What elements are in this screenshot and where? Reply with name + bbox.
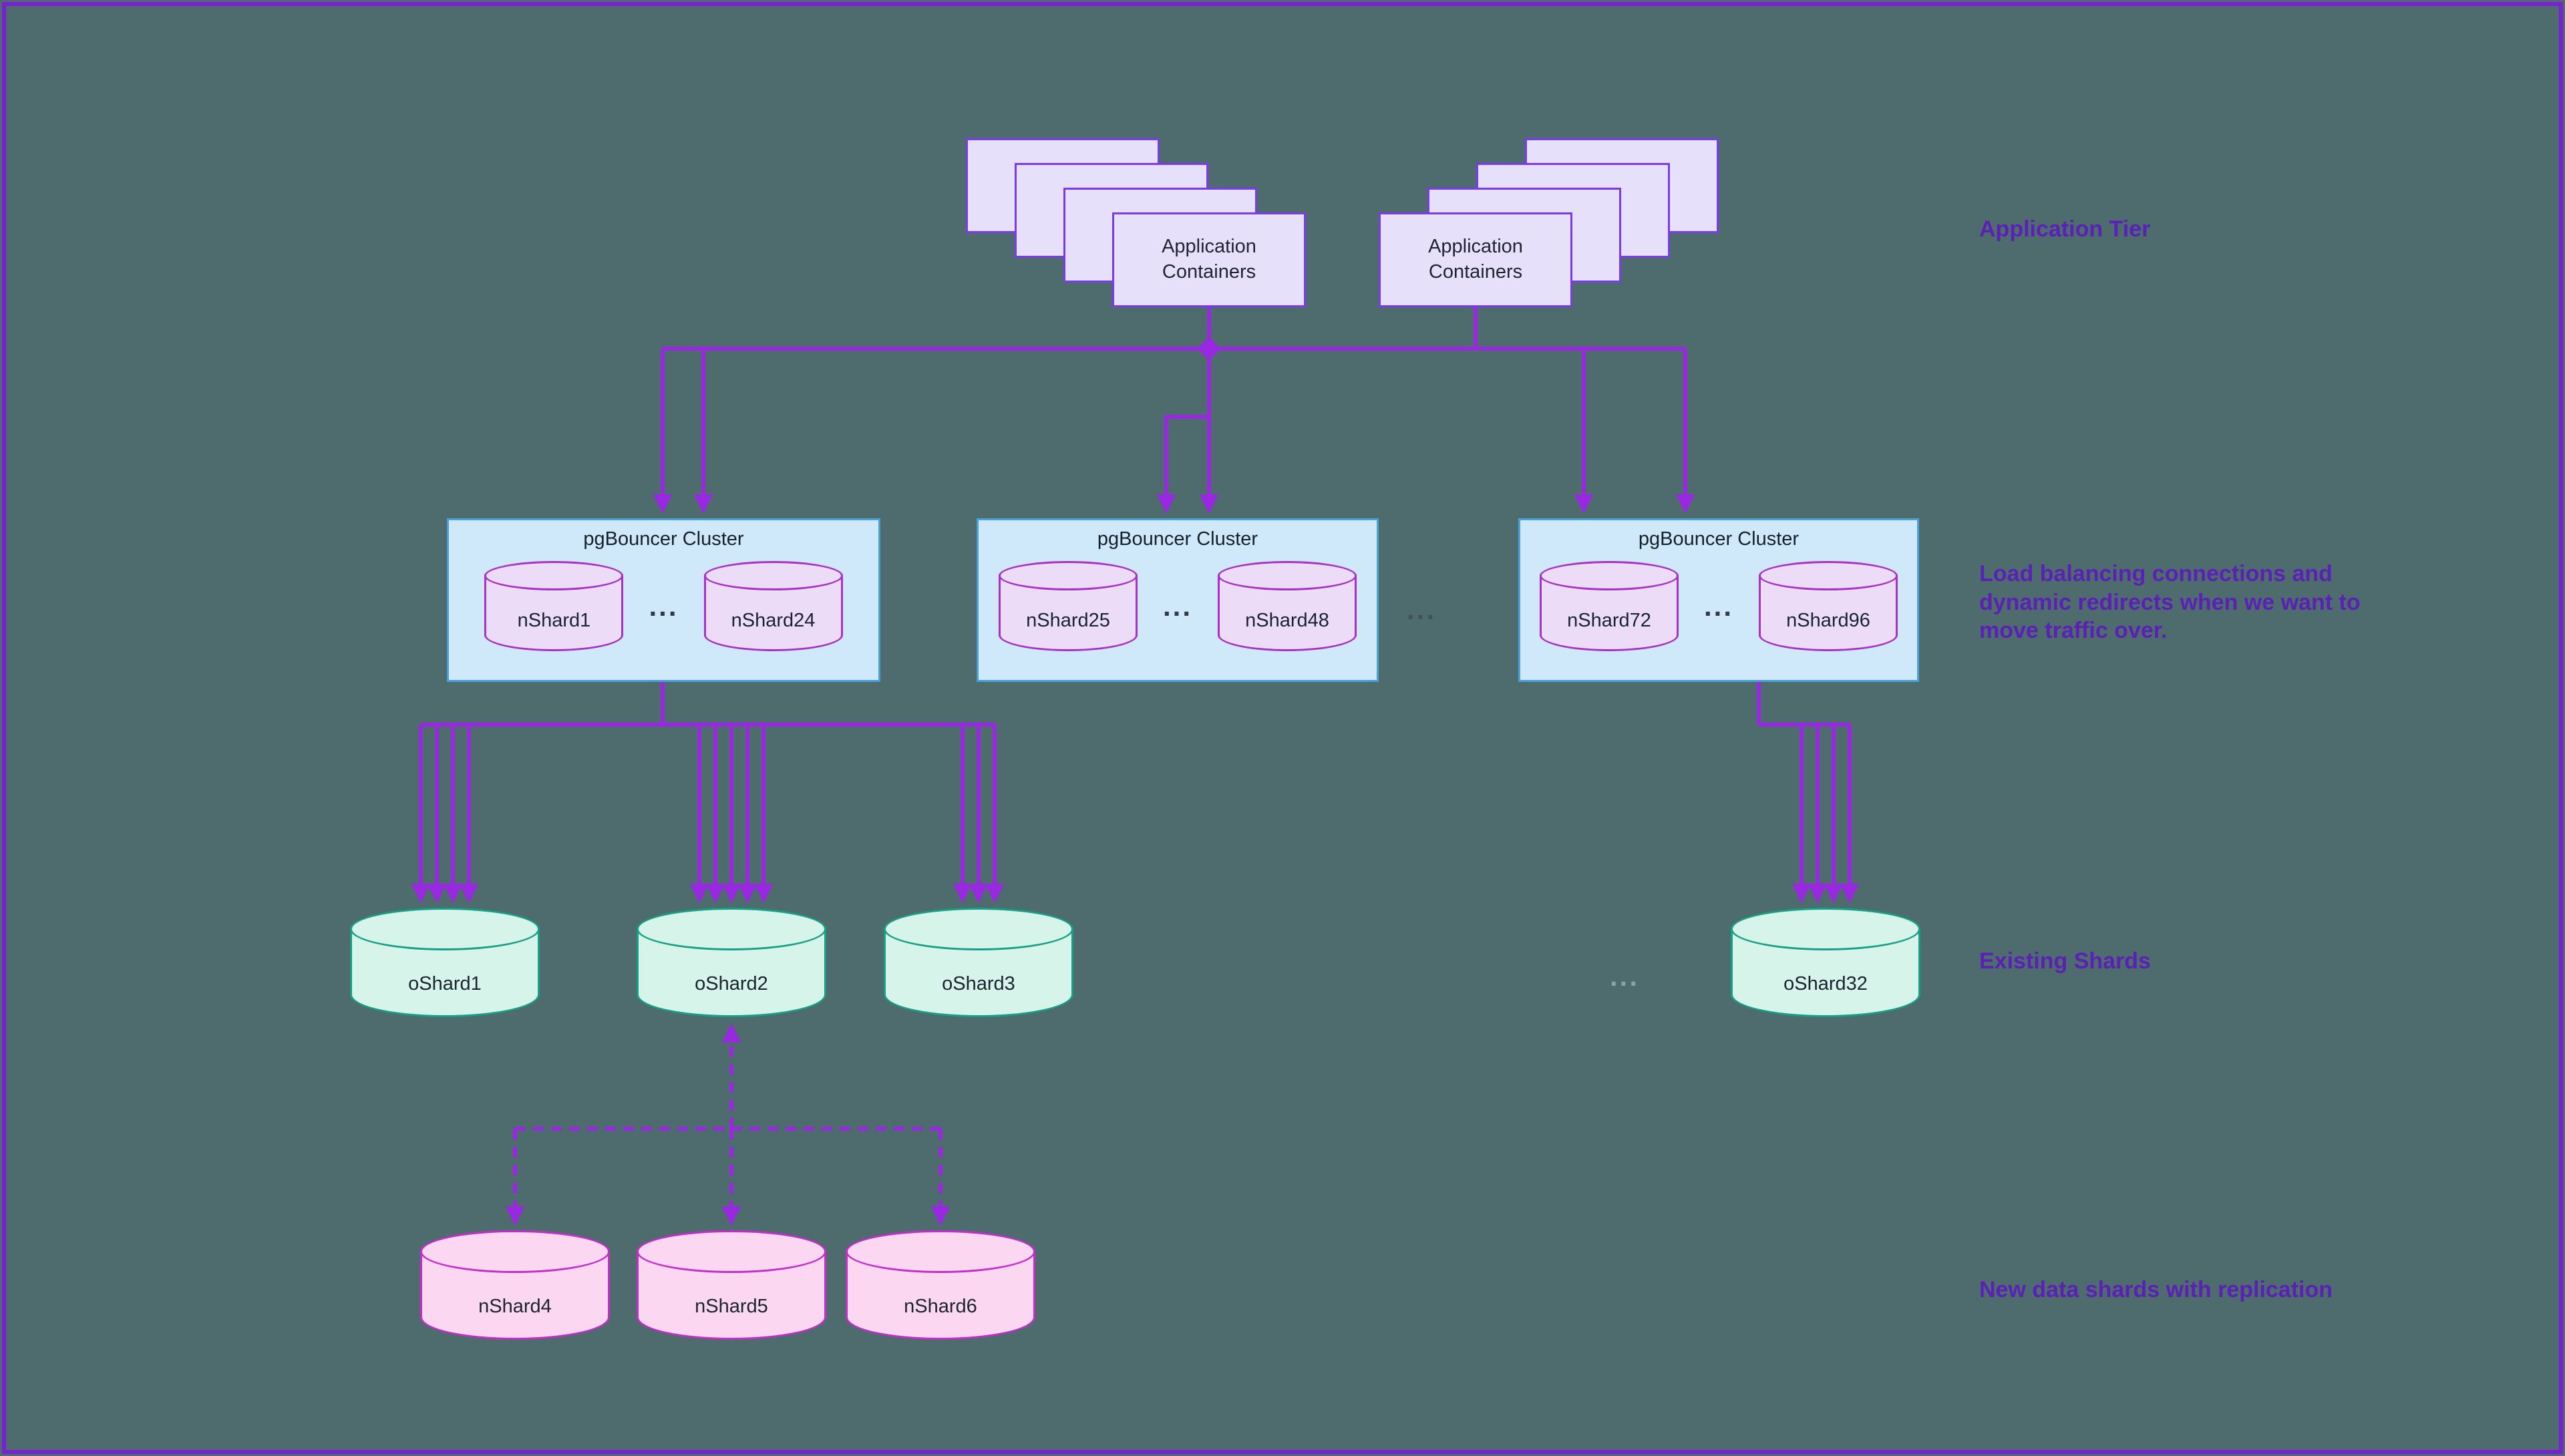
nshard24-cylinder: nShard24 (703, 561, 843, 651)
cluster-title: pgBouncer Cluster (1638, 528, 1800, 550)
oshard3-cylinder: oShard3 (884, 908, 1073, 1017)
pgbouncer-cluster-2: pgBouncer Cluster nShard25 ... nShard48 (977, 518, 1379, 682)
ellipsis: ... (1162, 590, 1192, 622)
cylinder-top (484, 561, 624, 590)
cylinder-top (1218, 561, 1357, 590)
app-container-front: Application Containers (1379, 212, 1572, 307)
ellipsis: ... (1406, 594, 1437, 625)
cylinder-top (703, 561, 843, 590)
nshard72-label: nShard72 (1567, 610, 1651, 631)
nshard72-cylinder: nShard72 (1539, 561, 1679, 651)
nshard25-label: nShard25 (1026, 610, 1110, 631)
cylinder-top (420, 1230, 610, 1273)
ellipsis: ... (1609, 960, 1640, 992)
cluster-title: pgBouncer Cluster (583, 528, 744, 550)
cluster-shard-row: nShard25 ... nShard48 (998, 561, 1357, 651)
nshard48-label: nShard48 (1245, 610, 1329, 631)
nshard96-label: nShard96 (1786, 610, 1870, 631)
annotation-application-tier: Application Tier (1979, 216, 2151, 242)
cylinder-top (846, 1230, 1035, 1273)
nshard4-label: nShard4 (478, 1295, 552, 1317)
cluster-shard-row: nShard1 ... nShard24 (484, 561, 843, 651)
cylinder-top (637, 1230, 826, 1273)
annotation-load-balancing: Load balancing connections and dynamic r… (1979, 561, 2361, 643)
oshard2-label: oShard2 (695, 972, 768, 994)
cluster-shard-row: nShard72 ... nShard96 (1539, 561, 1898, 651)
cylinder-top (1539, 561, 1679, 590)
nshard96-cylinder: nShard96 (1759, 561, 1898, 651)
oshard32-cylinder: oShard32 (1731, 908, 1920, 1017)
nshard5-label: nShard5 (695, 1295, 768, 1317)
nshard24-label: nShard24 (731, 610, 816, 631)
oshard32-label: oShard32 (1783, 972, 1868, 994)
nshard25-cylinder: nShard25 (998, 561, 1138, 651)
oshard1-cylinder: oShard1 (350, 908, 540, 1017)
annotation-existing-shards: Existing Shards (1979, 948, 2151, 974)
cylinder-top (884, 908, 1073, 950)
cylinder-top (350, 908, 540, 950)
cluster-title: pgBouncer Cluster (1097, 528, 1258, 550)
nshard48-cylinder: nShard48 (1218, 561, 1357, 651)
ellipsis: ... (649, 590, 679, 622)
cylinder-top (998, 561, 1138, 590)
nshard1-cylinder: nShard1 (484, 561, 624, 651)
ellipsis: ... (1703, 590, 1733, 622)
app-container-label: Application Containers (1428, 236, 1523, 283)
oshard3-label: oShard3 (942, 972, 1015, 994)
pgbouncer-cluster-1: pgBouncer Cluster nShard1 ... nShard24 (447, 518, 880, 682)
nshard6-cylinder: nShard6 (846, 1230, 1035, 1340)
annotation-new-shards: New data shards with replication (1979, 1277, 2333, 1302)
cylinder-top (637, 908, 826, 950)
nshard1-label: nShard1 (517, 610, 591, 631)
cylinder-top (1731, 908, 1920, 950)
app-container-label: Application Containers (1162, 236, 1256, 283)
pgbouncer-cluster-3: pgBouncer Cluster nShard72 ... nShard96 (1518, 518, 1919, 682)
nshard6-label: nShard6 (904, 1295, 977, 1317)
nshard4-cylinder: nShard4 (420, 1230, 610, 1340)
oshard2-cylinder: oShard2 (637, 908, 826, 1017)
nshard5-cylinder: nShard5 (637, 1230, 826, 1340)
oshard1-label: oShard1 (408, 972, 482, 994)
cylinder-top (1759, 561, 1898, 590)
app-container-front: Application Containers (1112, 212, 1306, 307)
